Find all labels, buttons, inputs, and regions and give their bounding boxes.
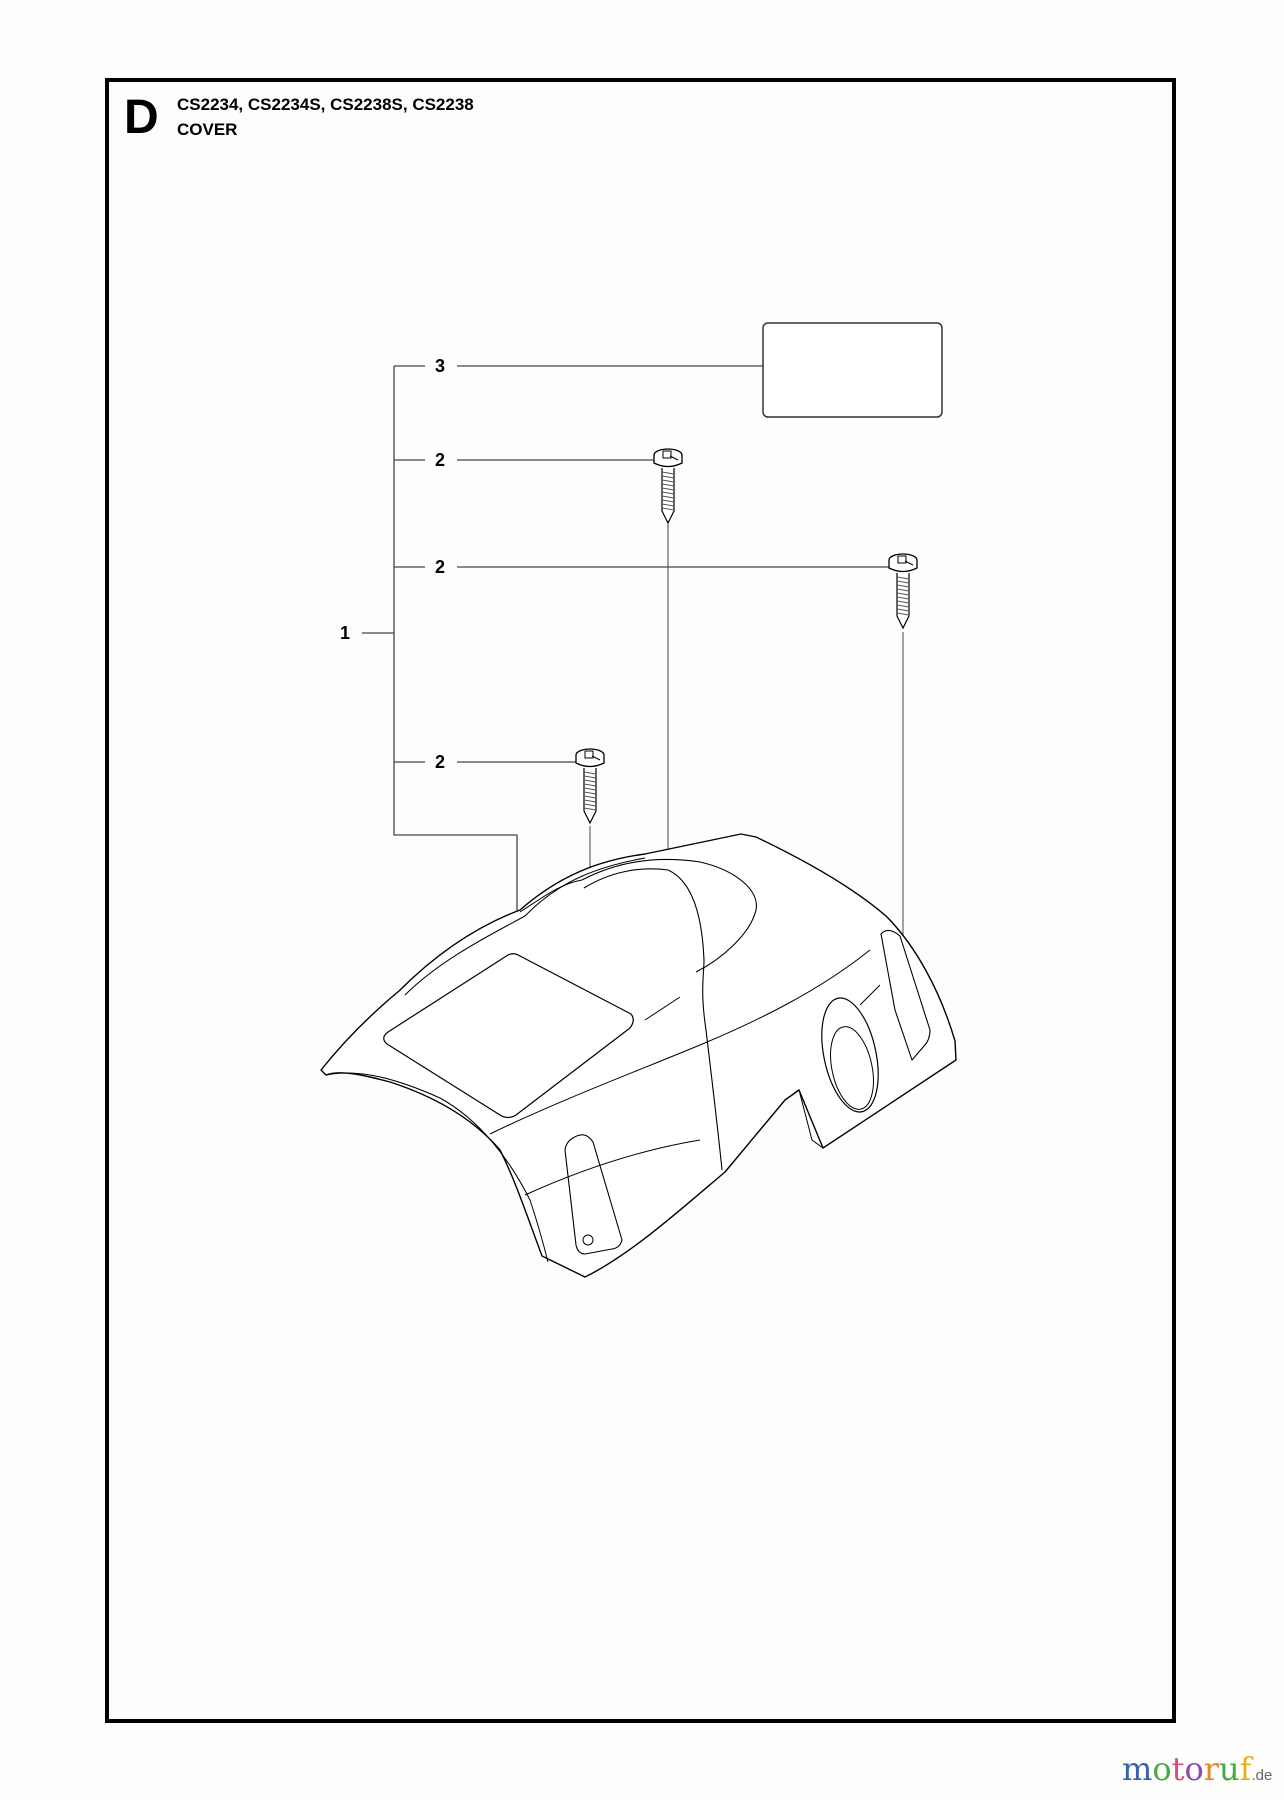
wm-letter: m xyxy=(1122,1750,1153,1788)
section-title: COVER xyxy=(177,120,238,139)
wm-letter: u xyxy=(1219,1750,1240,1788)
callout-3-label: 3 xyxy=(431,357,449,375)
label-decal-part xyxy=(762,322,943,418)
wm-letter: f xyxy=(1239,1750,1252,1788)
callout-2-screw-c: 2 xyxy=(431,753,449,771)
callout-2-screw-b: 2 xyxy=(431,558,449,576)
diagram-frame xyxy=(105,78,1176,1723)
leader-lines xyxy=(362,365,904,1232)
wm-letter: o xyxy=(1152,1750,1172,1788)
cover-part xyxy=(320,833,957,1278)
wm-suffix: .de xyxy=(1251,1767,1273,1784)
wm-letter: o xyxy=(1184,1750,1204,1788)
callout-2-screw-a: 2 xyxy=(431,451,449,469)
model-list: CS2234, CS2234S, CS2238S, CS2238 xyxy=(177,95,474,114)
motoruf-watermark-logo: motoruf.de xyxy=(1122,1753,1272,1785)
wm-letter: r xyxy=(1203,1750,1220,1788)
callout-1-cover: 1 xyxy=(336,624,354,642)
section-letter: D xyxy=(124,91,159,144)
wm-letter: t xyxy=(1171,1750,1185,1788)
